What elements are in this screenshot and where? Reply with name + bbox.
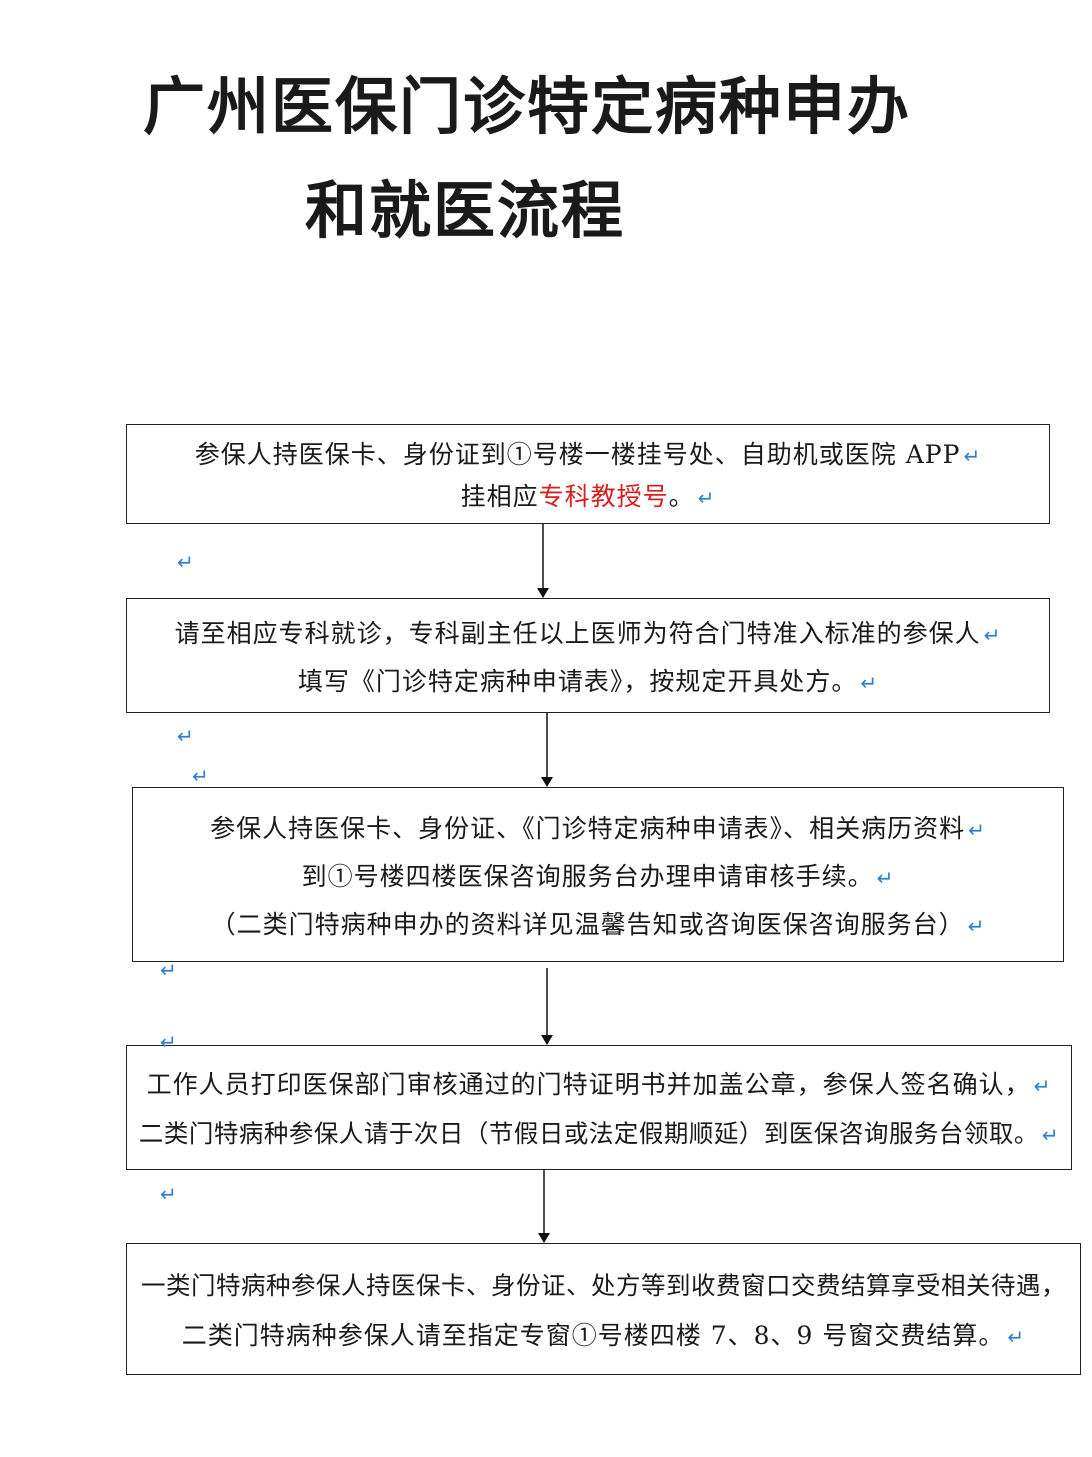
return-mark-icon: ↵	[983, 622, 1002, 647]
return-mark-icon: ↵	[697, 486, 716, 510]
return-mark-icon: ↵	[160, 958, 177, 982]
page-title: 广州医保门诊特定病种申办	[143, 70, 912, 143]
return-mark-icon: ↵	[963, 444, 982, 468]
step-box-1: 参保人持医保卡、身份证到①号楼一楼挂号处、自助机或医院 APP↵ 挂相应专科教授…	[126, 424, 1050, 524]
return-mark-icon: ↵	[177, 550, 194, 574]
return-mark-icon: ↵	[1041, 1123, 1060, 1147]
step-3-line-2: 到①号楼四楼医保咨询服务台办理申请审核手续。↵	[301, 861, 895, 891]
return-mark-icon: ↵	[160, 1182, 177, 1206]
return-mark-icon: ↵	[160, 1030, 177, 1054]
highlight-text: 专科教授号	[538, 482, 669, 511]
step-5-line-1: 一类门特病种参保人持医保卡、身份证、处方等到收费窗口交费结算享受相关待遇，	[141, 1270, 1066, 1300]
step-box-2: 请至相应专科就诊，专科副主任以上医师为符合门特准入标准的参保人↵ 填写《门诊特定…	[126, 598, 1050, 713]
return-mark-icon: ↵	[967, 913, 986, 938]
step-4-line-2: 二类门特病种参保人请于次日（节假日或法定假期顺延）到医保咨询服务台领取。↵	[138, 1119, 1060, 1148]
step-1-line-2: 挂相应专科教授号。↵	[460, 482, 716, 511]
step-box-4: 工作人员打印医保部门审核通过的门特证明书并加盖公章，参保人签名确认，↵ 二类门特…	[126, 1045, 1072, 1170]
return-mark-icon: ↵	[968, 817, 986, 842]
page-title-line2: 和就医流程	[305, 174, 626, 247]
step-box-5: 一类门特病种参保人持医保卡、身份证、处方等到收费窗口交费结算享受相关待遇， 二类…	[126, 1243, 1081, 1375]
return-mark-icon: ↵	[177, 724, 194, 748]
step-2-line-1: 请至相应专科就诊，专科副主任以上医师为符合门特准入标准的参保人↵	[174, 618, 1002, 648]
step-box-3: 参保人持医保卡、身份证、《门诊特定病种申请表》、相关病历资料↵ 到①号楼四楼医保…	[132, 787, 1064, 962]
step-1-line-1: 参保人持医保卡、身份证到①号楼一楼挂号处、自助机或医院 APP↵	[194, 440, 982, 469]
return-mark-icon: ↵	[1033, 1074, 1052, 1098]
return-mark-icon: ↵	[1007, 1324, 1026, 1349]
step-5-line-2: 二类门特病种参保人请至指定专窗①号楼四楼 7、8、9 号窗交费结算。↵	[181, 1320, 1026, 1350]
step-4-line-1: 工作人员打印医保部门审核通过的门特证明书并加盖公章，参保人签名确认，↵	[146, 1070, 1052, 1099]
return-mark-icon: ↵	[192, 764, 209, 788]
step-3-line-1: 参保人持医保卡、身份证、《门诊特定病种申请表》、相关病历资料↵	[210, 813, 986, 843]
step-3-line-3: （二类门特病种申办的资料详见温馨告知或咨询医保咨询服务台）↵	[210, 909, 986, 939]
return-mark-icon: ↵	[876, 865, 895, 890]
return-mark-icon: ↵	[860, 670, 879, 695]
step-2-line-2: 填写《门诊特定病种申请表》，按规定开具处方。↵	[297, 666, 879, 696]
